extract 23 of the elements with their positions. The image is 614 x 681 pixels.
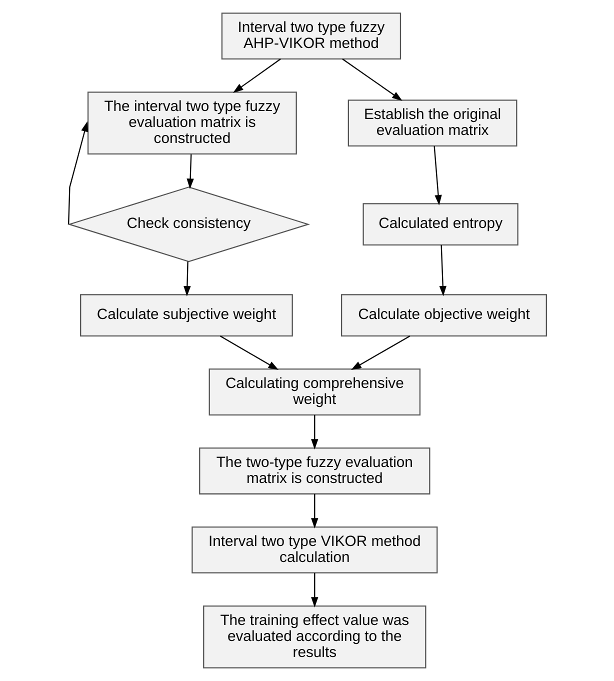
node-box: Calculating comprehensive weight [208, 368, 420, 416]
node-box: Calculate objective weight [340, 294, 546, 336]
node-box: Interval two type VIKOR method calculation [191, 526, 438, 574]
arrow [342, 58, 402, 101]
node-box: The two-type fuzzy evaluation matrix is constructed [198, 448, 430, 494]
arrow [310, 414, 318, 450]
arrow [68, 121, 88, 224]
arrow [183, 262, 190, 296]
node-box: Calculated entropy [362, 203, 518, 246]
node-box: The training effect value was evaluated according to the results [202, 605, 426, 668]
node-box: Establish the original evaluation matrix [347, 100, 517, 146]
node-box: Calculate subjective weight [80, 294, 292, 336]
arrow [433, 146, 442, 206]
node-box: The interval two type fuzzy evaluation matrix is constructed [86, 92, 296, 155]
arrow [232, 58, 280, 93]
arrow [186, 154, 194, 189]
node-box: Interval two type fuzzy AHP-VIKOR method [220, 12, 401, 60]
arrow [219, 336, 278, 370]
arrow [310, 494, 318, 528]
arrow [350, 336, 410, 370]
arrow [438, 245, 446, 296]
arrow [310, 572, 318, 608]
node-diamond: Check consistency [66, 186, 310, 262]
